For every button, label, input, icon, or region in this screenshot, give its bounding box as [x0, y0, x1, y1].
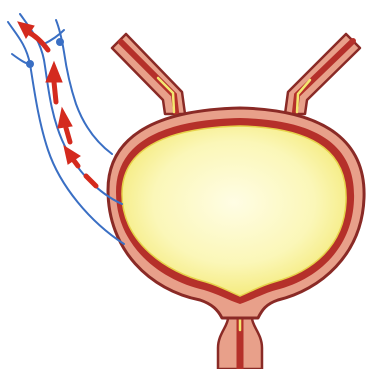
signal-arrow-3-shaft [54, 82, 56, 102]
nerve-junction-right [56, 38, 64, 46]
nerve-junction-left [26, 60, 34, 68]
